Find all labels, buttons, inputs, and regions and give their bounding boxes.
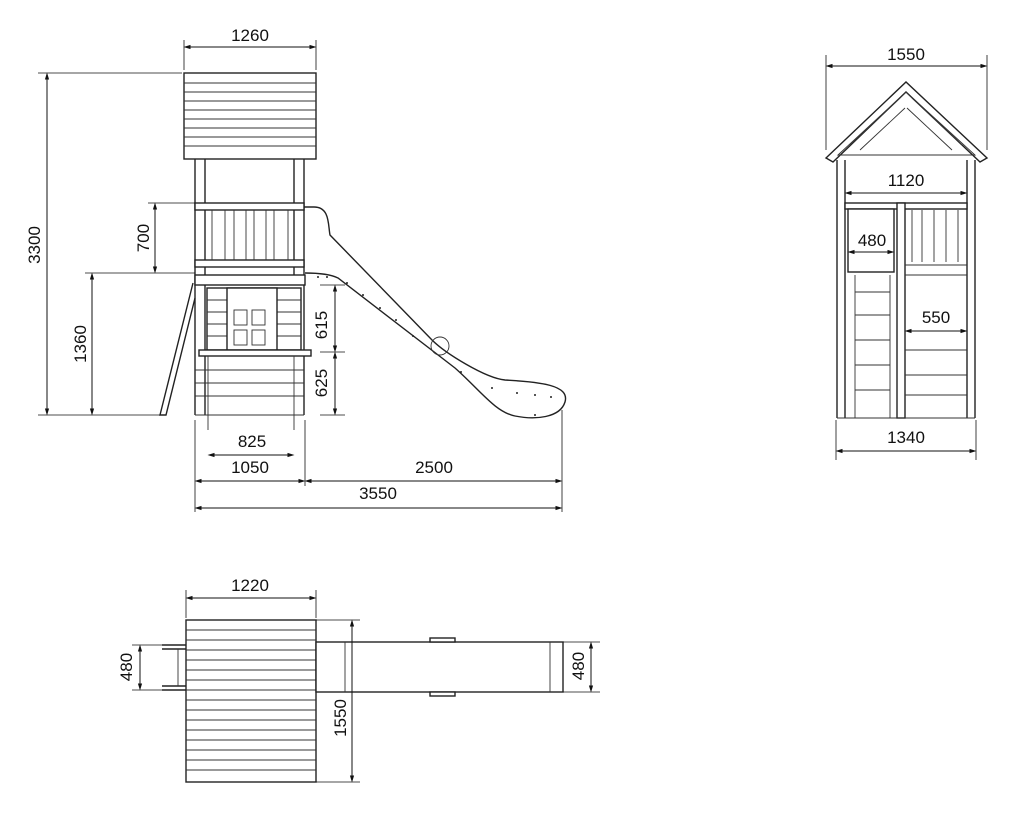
dim-front-roof-width: 1550 xyxy=(887,45,925,64)
slide-plan xyxy=(315,637,564,697)
ladder-opening xyxy=(847,208,895,273)
side-view: 1260 3300 700 1360 615 625 825 1050 2500… xyxy=(25,26,567,512)
side-roof xyxy=(183,72,317,160)
tower-frame xyxy=(159,159,312,430)
dim-upper-wall: 615 xyxy=(312,311,331,339)
dim-house-width: 1050 xyxy=(231,458,269,477)
dim-ladder-opening: 480 xyxy=(858,231,886,250)
dim-inner-width: 1120 xyxy=(888,171,925,190)
dim-slide-width: 480 xyxy=(569,652,588,680)
ladder-plan xyxy=(162,644,186,691)
dim-roof-depth: 1550 xyxy=(331,699,350,737)
dim-platform-height: 1360 xyxy=(71,325,90,363)
top-view: 1220 480 1550 480 xyxy=(117,576,600,783)
dim-slide-length: 2500 xyxy=(415,458,453,477)
dim-plan-roof-width: 1220 xyxy=(231,576,269,595)
roof-plan xyxy=(185,619,317,783)
dim-door-width: 550 xyxy=(922,308,950,327)
dim-lower-wall: 625 xyxy=(312,369,331,397)
dim-roof-width: 1260 xyxy=(231,26,269,45)
slide xyxy=(304,206,567,419)
dim-total-height: 3300 xyxy=(25,226,44,264)
dim-base-width: 1340 xyxy=(887,428,925,447)
front-view: 1550 1120 480 550 1340 xyxy=(824,45,989,460)
dim-total-length: 3550 xyxy=(359,484,397,503)
dim-window-width: 825 xyxy=(238,432,266,451)
dim-ladder-width: 480 xyxy=(117,653,136,681)
dim-railing-height: 700 xyxy=(134,224,153,252)
support-leg xyxy=(159,282,196,416)
